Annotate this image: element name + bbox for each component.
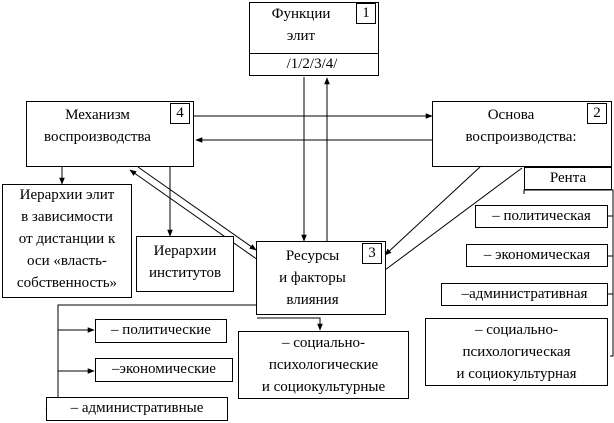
elite-hierarchy-box	[2, 184, 132, 298]
basis-number: 2	[587, 103, 607, 124]
resources-line1: Ресурсы	[285, 248, 340, 264]
resource-political: – политические	[111, 322, 211, 338]
rent-economic: – экономическая	[483, 247, 591, 263]
rent-box	[524, 167, 612, 190]
mechanism-title-line2: воспроизводства	[44, 129, 151, 145]
basis-box	[432, 101, 612, 167]
rent-administrative-box	[441, 283, 608, 306]
resource-administrative: – административные	[70, 400, 204, 416]
elite-hierarchy-line5: собственность»	[16, 275, 118, 291]
rent-political: – политическая	[492, 208, 591, 224]
resource-social-line2: психологические	[268, 357, 379, 373]
elite-hierarchy-line1: Иерархии элит	[19, 187, 115, 203]
institutions-line1: Иерархии	[153, 243, 217, 259]
rent-social-line2: психологическая	[462, 344, 571, 360]
resources-number: 3	[362, 243, 382, 264]
resource-administrative-box	[46, 397, 228, 421]
elite-hierarchy-line2: в зависимости	[21, 209, 113, 225]
mechanism-title-line1: Механизм	[65, 107, 130, 123]
resource-economic: –экономические	[112, 361, 216, 377]
resource-social-line1: – социально-	[281, 335, 366, 351]
mechanism-box	[26, 101, 194, 167]
rent-label: Рента	[549, 170, 587, 186]
resources-box	[256, 241, 386, 315]
basis-title-line1: Основа	[487, 107, 535, 123]
elite-hierarchy-line3: от дистанции к	[18, 231, 116, 247]
institutions-line2: институтов	[148, 265, 222, 281]
rent-political-box	[475, 205, 608, 228]
functions-formula-box	[249, 53, 379, 76]
resource-social-line3: и социокультурные	[261, 379, 386, 395]
rent-administrative: –административная	[461, 286, 588, 302]
functions-title-line2: элит	[286, 28, 316, 44]
arrow-basis-to-resources	[384, 166, 481, 256]
rent-economic-box	[466, 244, 608, 267]
resource-political-box	[95, 319, 227, 343]
functions-formula: /1/2/3/4/	[286, 56, 338, 72]
resource-social-box	[238, 331, 409, 399]
functions-title-line1: Функции	[271, 6, 331, 22]
resources-line3: влияния	[286, 292, 339, 308]
institutions-box	[136, 236, 234, 292]
mechanism-number: 4	[170, 103, 190, 124]
functions-number: 1	[356, 3, 376, 24]
resource-economic-box	[95, 358, 233, 382]
basis-title-line2: воспроизводства:	[465, 129, 577, 145]
rent-social-line1: – социально-	[474, 322, 559, 338]
arrow-to-social	[257, 317, 323, 331]
resources-line2: и факторы	[279, 270, 346, 286]
rent-social-line3: и социокультурная	[456, 366, 577, 382]
rent-social-box	[425, 318, 608, 386]
elite-hierarchy-line4: оси «власть-	[27, 253, 107, 269]
